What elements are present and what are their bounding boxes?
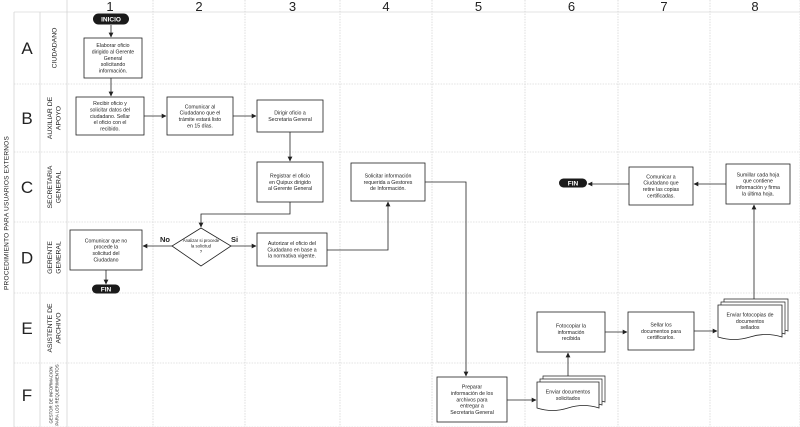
lane-letter: A: [21, 39, 33, 58]
step-f6-sheet: [536, 381, 600, 411]
arrow-c3-d2: [198, 202, 291, 228]
step-c7-box: [628, 166, 694, 206]
step-f5-box: [436, 376, 508, 423]
lane-name-text: AUXILIAR DEAPOYO: [47, 96, 62, 139]
lane-name: AUXILIAR DEAPOYO: [47, 96, 62, 139]
step-e7-box: [627, 311, 695, 351]
step-d3-box: [256, 232, 328, 267]
end-terminal-c: FIN: [559, 178, 587, 188]
column-header: 7: [660, 0, 667, 14]
step-d1-box: [69, 229, 143, 271]
end-terminal-c-label: FIN: [568, 181, 579, 188]
step-a1-box: [83, 37, 143, 79]
end-terminal-d: FIN: [92, 284, 120, 294]
end-terminal-d-shape: [92, 284, 120, 294]
lane-name: ASISTENTE DEARCHIVO: [47, 303, 62, 353]
start-terminal: INICIO: [93, 13, 129, 25]
decision-label-no: No: [160, 235, 170, 244]
step-b2-box: [166, 96, 234, 136]
end-terminal-c-shape: [559, 178, 587, 188]
lane-name-text: SECRETARIAGENERAL: [47, 165, 62, 208]
lane-name: GERENTEGENERAL: [47, 241, 62, 274]
lane-letter: C: [21, 178, 33, 197]
column-header: 4: [382, 0, 389, 14]
decision-d2-shape: [171, 227, 232, 267]
step-c3-box: [256, 161, 324, 203]
column-header: 2: [195, 0, 202, 14]
lane-name-text: GERENTEGENERAL: [47, 241, 62, 274]
lane-letter: D: [21, 249, 33, 268]
step-b3-box: [256, 99, 324, 133]
start-terminal-shape: [93, 13, 129, 25]
lane-name: SECRETARIAGENERAL: [47, 165, 62, 208]
arrow-d3-c4: [327, 201, 391, 251]
step-e6-box: [536, 311, 606, 353]
lane-letter: E: [21, 319, 32, 338]
column-header: 3: [289, 0, 296, 14]
lane-name-text: ASISTENTE DEARCHIVO: [47, 303, 62, 353]
column-header: 6: [568, 0, 575, 14]
step-e8-sheet: [717, 304, 783, 340]
step-b1-box: [75, 96, 145, 136]
decision-label-yes: Si: [231, 235, 238, 244]
lane-name-text: CIUDADANO: [51, 28, 58, 69]
lane-name: GESTOR DE INFORMACIONPARA LOS REQUERIMIE…: [49, 364, 60, 425]
step-c8-box: [725, 163, 791, 205]
column-header: 1: [106, 0, 113, 14]
lane-letter: F: [22, 386, 32, 405]
start-terminal-label: INICIO: [101, 17, 121, 24]
lane-name: CIUDADANO: [51, 28, 58, 69]
lane-letter: B: [21, 109, 32, 128]
arrow-c4-f5: [425, 181, 469, 377]
lane-name-text: GESTOR DE INFORMACIONPARA LOS REQUERIMIE…: [49, 364, 60, 425]
column-header: 8: [751, 0, 758, 14]
column-header: 5: [475, 0, 482, 14]
end-terminal-d-label: FIN: [101, 287, 112, 294]
step-c4-box: [350, 162, 426, 202]
